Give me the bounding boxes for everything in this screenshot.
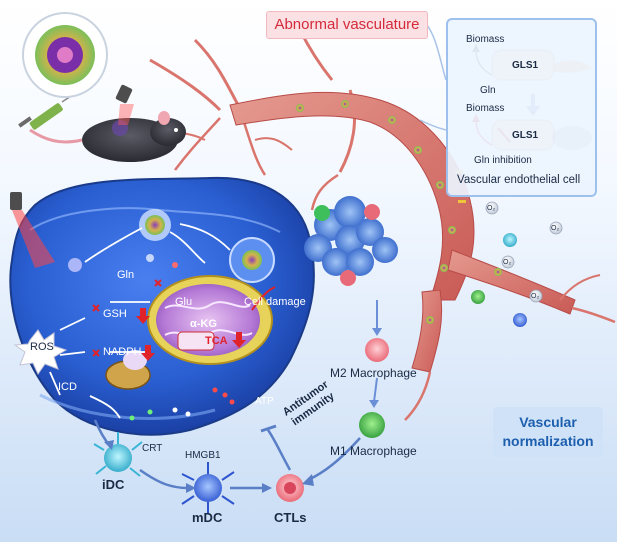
o2-label: O₂: [531, 293, 540, 300]
cell-damage-label: Cell damage: [244, 296, 306, 308]
hmgb1-label: HMGB1: [185, 450, 221, 461]
decrease-arrows: [136, 308, 246, 361]
akg-label: α-KG: [190, 318, 217, 330]
mdc-label: mDC: [192, 510, 223, 525]
immune-cell: [513, 313, 527, 327]
gln-label: Gln: [117, 269, 135, 281]
pathway-arrows: [49, 223, 231, 419]
gsh-label: GSH: [103, 308, 127, 320]
idc-cell: [93, 432, 143, 477]
m1-macrophage-label: M1 Macrophage: [330, 444, 417, 458]
blood-vessel: [149, 29, 616, 421]
laser-probe-icon: [115, 84, 134, 125]
endothelial-caption: Vascular endothelial cell: [457, 174, 581, 186]
laser-probe-icon: [10, 192, 55, 268]
tca-label: TCA: [205, 335, 228, 347]
icd-label: ICD: [58, 381, 77, 393]
inhibition-marks: [92, 279, 162, 357]
cell-damage-arrow: [251, 286, 276, 311]
top-biomass-label: Biomass: [466, 34, 505, 45]
crt-label: CRT: [142, 443, 163, 454]
page-title: Abnormal vasculature: [266, 11, 428, 39]
vascular-normalization-box: Vascular normalization: [493, 407, 603, 457]
top-gln-label: Gln: [480, 85, 496, 96]
immune-cell: [503, 233, 517, 247]
o2-label: O₂: [487, 205, 496, 212]
immune-cell: [471, 290, 485, 304]
ctl-cell: [276, 474, 304, 502]
m2-macrophage-cell: [365, 338, 389, 362]
nanoparticle-zoom: [22, 12, 108, 98]
idc-label: iDC: [102, 477, 125, 492]
o2-label: O₂: [551, 225, 560, 232]
bottom-biomass-label: Biomass: [466, 103, 505, 114]
atp-label: ATP: [255, 396, 274, 407]
ros-label: ROS: [30, 341, 54, 353]
immune-arrows: [93, 419, 361, 493]
bottom-gls1-label: GLS1: [512, 130, 539, 141]
mouse-illustration: [18, 84, 186, 162]
ctls-label: CTLs: [274, 510, 307, 525]
top-gls1-label: GLS1: [512, 60, 539, 71]
oxygen-bubbles: [485, 201, 563, 303]
m2-macrophage-label: M2 Macrophage: [330, 366, 417, 380]
m1-macrophage-cell: [359, 412, 385, 438]
tumor-mass: [304, 196, 398, 286]
gln-inhibition-label: Gln inhibition: [474, 155, 532, 166]
o2-label: O₂: [503, 259, 512, 266]
glu-label: Glu: [175, 296, 193, 308]
nadph-label: NADPH: [103, 346, 142, 358]
ros-burst: [13, 329, 68, 376]
mdc-cell: [181, 462, 235, 514]
endothelial-panel: [446, 18, 597, 197]
